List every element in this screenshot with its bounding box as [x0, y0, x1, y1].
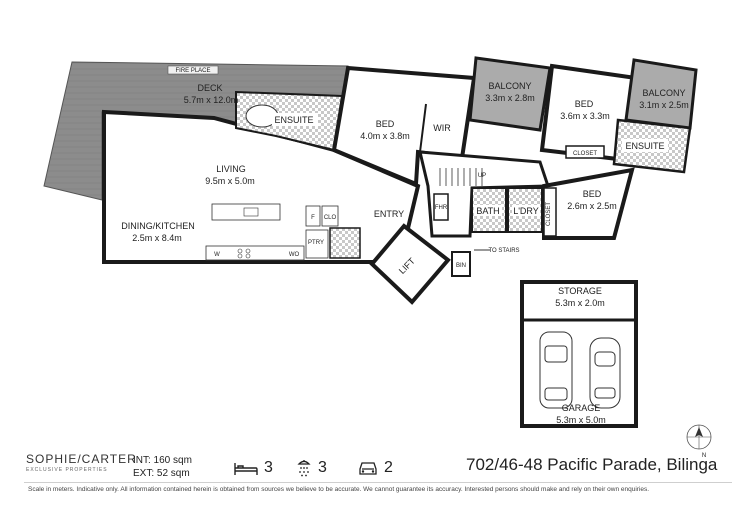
- bed-3-label: BED: [583, 189, 602, 199]
- car-left: [539, 331, 573, 409]
- north-label: N: [702, 453, 706, 459]
- fhr-cupboard: [433, 193, 449, 221]
- living-size: 9.5m x 5.0m: [205, 176, 255, 186]
- bath-count-value: 3: [318, 459, 327, 476]
- storage-size: 5.3m x 2.0m: [555, 298, 605, 308]
- car-count: 2: [358, 459, 393, 477]
- fireplace-label: FIRE PLACE: [175, 68, 210, 74]
- footer-divider: [24, 482, 732, 483]
- bed-count-value: 3: [264, 459, 273, 476]
- wir-wall: [419, 103, 427, 153]
- wir-label: WIR: [433, 123, 451, 133]
- bin-label: BIN: [456, 263, 466, 269]
- garage-label: GARAGE: [562, 403, 601, 413]
- living-label: LIVING: [216, 164, 246, 174]
- stairs: [439, 168, 483, 186]
- bin-room: [451, 251, 471, 277]
- bed-icon: [234, 463, 258, 475]
- washer-label: W: [214, 252, 220, 258]
- ldry-label-bg: [512, 205, 540, 216]
- brand-logo: SOPHIE/CARTER EXCLUSIVE PROPERTIES: [26, 452, 137, 473]
- balcony-1: [468, 56, 552, 132]
- car-right: [589, 337, 621, 409]
- fridge-label: F: [311, 215, 315, 221]
- wall-oven-label: WO: [289, 252, 300, 258]
- deck-size: 5.7m x 12.0m: [184, 95, 239, 105]
- pantry-label: PTRY: [308, 240, 324, 246]
- brand-tagline: EXCLUSIVE PROPERTIES: [26, 467, 108, 473]
- cooktop: [237, 248, 251, 259]
- bath-label: BATH: [476, 206, 499, 216]
- fridge: [305, 205, 321, 227]
- balcony-1-size: 3.3m x 2.8m: [485, 93, 535, 103]
- dining-size: 2.5m x 8.4m: [132, 233, 182, 243]
- lift-shaft: [369, 223, 451, 305]
- bed-2-size: 3.6m x 3.3m: [560, 111, 610, 121]
- north-compass-icon: [686, 424, 712, 450]
- clo-cupboard: [321, 205, 339, 227]
- bed-3-size: 2.6m x 2.5m: [567, 201, 617, 211]
- up-label: UP: [478, 173, 486, 179]
- clo-label: CLO: [324, 215, 337, 221]
- disclaimer-text: Scale in meters. Indicative only. All in…: [28, 486, 650, 493]
- closet-1: [565, 145, 605, 159]
- bed-count: 3: [234, 459, 273, 477]
- brand-name: SOPHIE/CARTER: [26, 452, 137, 466]
- wc-tiles: [329, 227, 361, 259]
- living-shell: [102, 109, 421, 264]
- closet-2: [543, 187, 557, 237]
- shower-icon: [297, 460, 311, 477]
- ensuite-2-label-bg: [622, 139, 668, 152]
- ldry-label: L'DRY: [513, 206, 539, 216]
- dining-label: DINING/KITCHEN: [121, 221, 195, 231]
- property-address: 702/46-48 Pacific Parade, Bilinga: [466, 455, 718, 474]
- car-count-value: 2: [384, 459, 393, 476]
- bed-1-label: BED: [376, 119, 395, 129]
- balcony-1-label: BALCONY: [488, 81, 531, 91]
- deck-label: DECK: [197, 83, 222, 93]
- pantry: [305, 229, 329, 259]
- balcony-2-label: BALCONY: [642, 88, 685, 98]
- storage-label: STORAGE: [558, 286, 602, 296]
- bath-label-bg: [474, 205, 502, 216]
- to-stairs-label: TO STAIRS: [488, 248, 519, 254]
- internal-area: INT: 160 sqm: [133, 455, 192, 466]
- entry-label: ENTRY: [374, 209, 404, 219]
- balcony-2-size: 3.1m x 2.5m: [639, 100, 689, 110]
- bed-2-label: BED: [575, 99, 594, 109]
- bed-1-size: 4.0m x 3.8m: [360, 131, 410, 141]
- area-summary: INT: 160 sqm EXT: 52 sqm: [133, 454, 192, 480]
- car-icon: [359, 462, 377, 475]
- ensuite-2-label: ENSUITE: [625, 141, 664, 151]
- closet-1-label: CLOSET: [573, 151, 597, 157]
- sink: [243, 207, 259, 217]
- ensuite-1-label: ENSUITE: [274, 115, 313, 125]
- fhr-label: FHR: [435, 205, 448, 211]
- kitchen-bench: [205, 245, 305, 261]
- external-area: EXT: 52 sqm: [133, 468, 190, 479]
- garage-size: 5.3m x 5.0m: [556, 415, 606, 425]
- ensuite-label-bg: [272, 113, 318, 126]
- bath-count: 3: [296, 459, 327, 477]
- closet-2-label: CLOSET: [546, 202, 552, 226]
- fireplace: [167, 65, 219, 75]
